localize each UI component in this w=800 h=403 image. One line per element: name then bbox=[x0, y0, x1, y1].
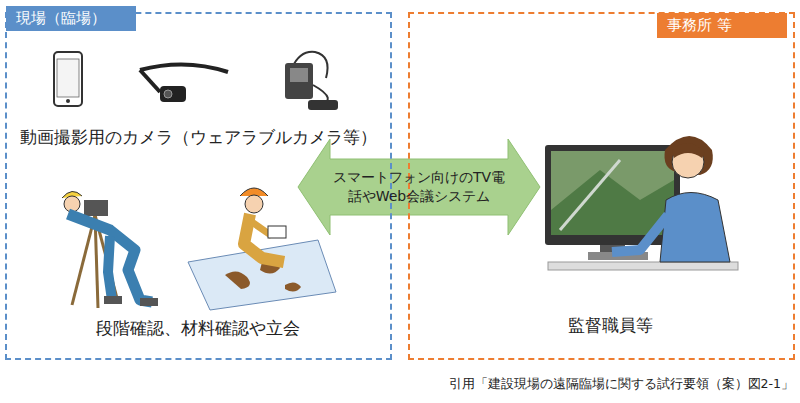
caption: 引用「建設現場の遠隔臨場に関する試行要領（案）図2-1」 bbox=[449, 376, 794, 393]
region-tab: 事務所 等 bbox=[657, 13, 787, 38]
region-box: 現場（臨場） bbox=[5, 12, 392, 360]
double-arrow bbox=[298, 139, 540, 235]
region-tab: 現場（臨場） bbox=[6, 6, 136, 31]
text-label: 段階確認、材料確認や立会 bbox=[96, 317, 300, 340]
region-box: 事務所 等 bbox=[408, 12, 795, 360]
text-label: 監督職員等 bbox=[568, 314, 653, 337]
edge-label: スマートフォン向けのTV電話やWeb会議システム bbox=[327, 168, 511, 206]
text-label: 動画撮影用のカメラ（ウェアラブルカメラ等） bbox=[20, 126, 377, 149]
